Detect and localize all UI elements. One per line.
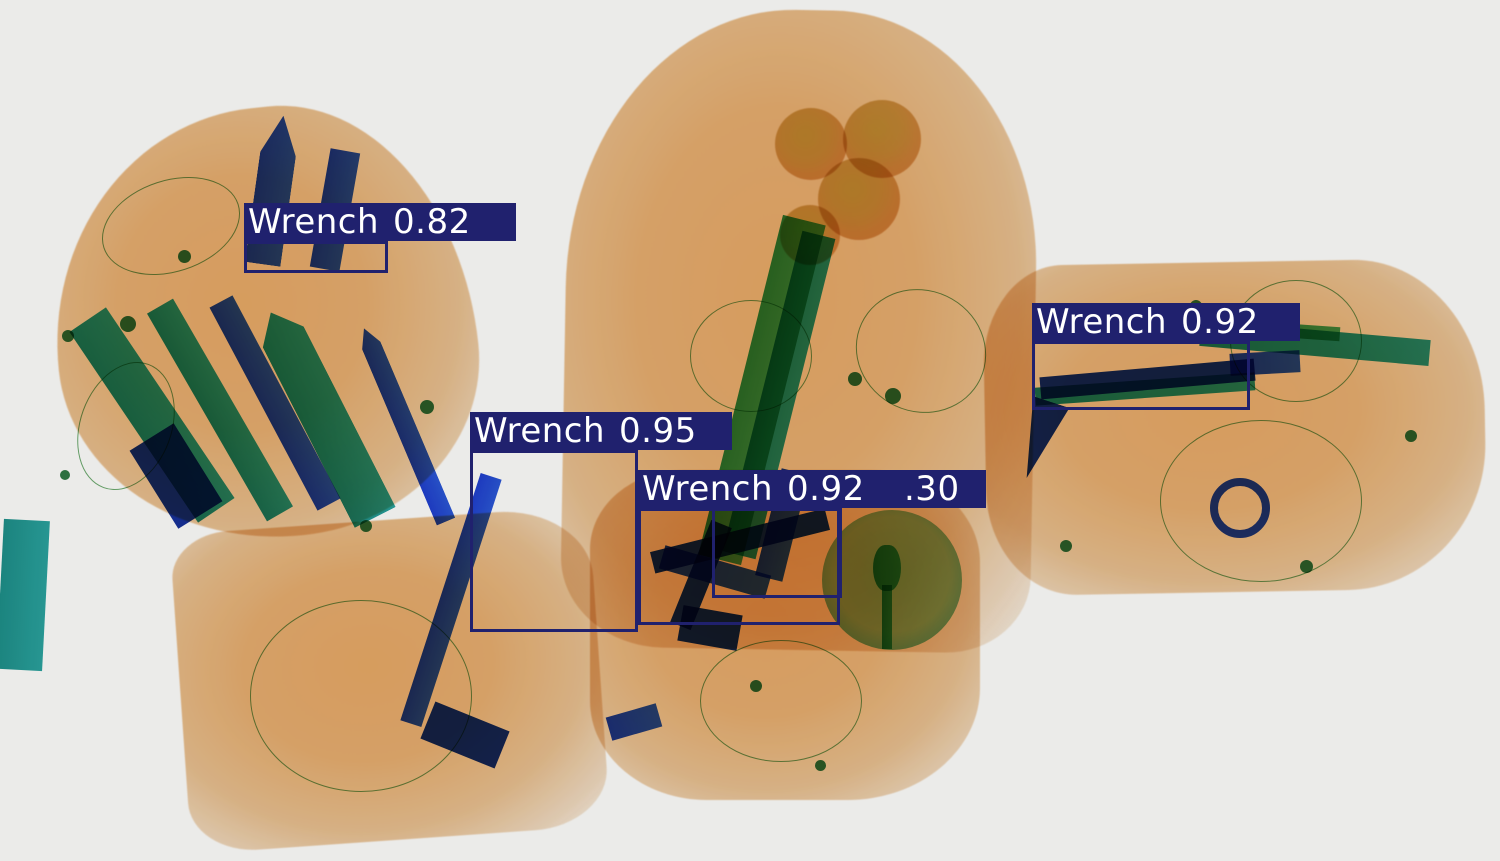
tool-blade-left-2 bbox=[309, 148, 361, 272]
bag-left-lower bbox=[169, 505, 611, 855]
detection-label-4-score: .30 bbox=[904, 469, 960, 509]
fruit-3 bbox=[818, 158, 900, 240]
speck bbox=[60, 470, 70, 480]
tool-saw-blade bbox=[698, 214, 826, 566]
speck bbox=[848, 372, 862, 386]
tool-shaft-left-1 bbox=[69, 307, 235, 523]
detection-label-1-score: 0.82 bbox=[393, 202, 471, 242]
wire-loop-right-2 bbox=[1230, 280, 1362, 402]
wire-loop-center-3 bbox=[700, 640, 862, 762]
plate-round bbox=[822, 510, 962, 650]
tool-shaft-left-3 bbox=[209, 295, 341, 511]
detection-label-5-score: 0.92 bbox=[1181, 302, 1259, 342]
tool-wrench-right-handle bbox=[1009, 396, 1070, 484]
speck bbox=[62, 330, 74, 342]
tool-wrench-right-shadow bbox=[1034, 372, 1256, 406]
speck bbox=[1190, 300, 1202, 312]
bag-left bbox=[33, 87, 497, 559]
bag-center bbox=[559, 5, 1041, 655]
speck bbox=[1060, 540, 1072, 552]
tool-saw-right bbox=[1199, 320, 1431, 366]
wire-loop-bottom-left bbox=[250, 600, 472, 792]
detection-label-3[interactable]: Wrench 0.92 bbox=[638, 470, 900, 508]
speck bbox=[120, 316, 136, 332]
speck bbox=[360, 520, 372, 532]
detection-box-2[interactable] bbox=[470, 450, 638, 632]
detection-label-5-text: Wrench bbox=[1036, 302, 1168, 342]
speck bbox=[1405, 430, 1417, 442]
detection-label-2-score: 0.95 bbox=[619, 411, 697, 451]
tool-wrench-center-2 bbox=[670, 519, 732, 631]
tool-wrench-center-1 bbox=[650, 508, 830, 574]
tool-knife-left bbox=[250, 302, 395, 528]
fruit-4 bbox=[780, 205, 840, 265]
wire-loop-right-1 bbox=[1160, 420, 1362, 582]
detection-box-4[interactable] bbox=[712, 508, 842, 598]
tool-shaft-left-2 bbox=[147, 298, 293, 522]
tool-small-left-edge bbox=[0, 518, 50, 672]
detection-label-2-text: Wrench bbox=[474, 411, 606, 451]
tool-comb-bottom-center bbox=[605, 703, 663, 741]
bag-right bbox=[982, 257, 1488, 597]
spoon-bowl bbox=[873, 545, 901, 591]
tool-blade-left-1 bbox=[245, 113, 302, 267]
bag-center-lower bbox=[590, 470, 980, 800]
detection-label-5[interactable]: Wrench 0.92 bbox=[1032, 303, 1300, 341]
speck bbox=[885, 388, 901, 404]
speck bbox=[815, 760, 826, 771]
tool-saw-tip bbox=[755, 468, 809, 582]
detection-label-1-text: Wrench bbox=[248, 202, 380, 242]
fruit-1 bbox=[775, 108, 847, 180]
detection-box-1[interactable] bbox=[244, 241, 388, 273]
detection-box-3[interactable] bbox=[638, 508, 840, 625]
speck bbox=[1300, 560, 1313, 573]
tool-wrench-right-body bbox=[1039, 358, 1256, 400]
wire-loop-center-1 bbox=[690, 300, 812, 412]
tool-wrench-right-head bbox=[1229, 350, 1301, 376]
tool-screwdriver-left bbox=[355, 324, 455, 525]
spoon-handle bbox=[882, 585, 892, 649]
tool-wrench-grip-center bbox=[677, 605, 743, 651]
tool-grip-bottom-left bbox=[420, 701, 510, 769]
wire-loop-left-2 bbox=[89, 160, 253, 292]
detection-box-5[interactable] bbox=[1032, 341, 1250, 410]
tool-handle-left bbox=[129, 423, 223, 529]
detection-label-1[interactable]: Wrench 0.82 bbox=[244, 203, 516, 241]
speck bbox=[178, 250, 191, 263]
speck bbox=[750, 680, 762, 692]
detection-label-4[interactable]: .30 bbox=[900, 470, 986, 508]
tool-saw-right-teeth bbox=[1189, 316, 1341, 342]
tool-saw-body bbox=[722, 230, 836, 560]
speck bbox=[420, 400, 434, 414]
wire-loop-center-2 bbox=[835, 267, 1007, 435]
tool-long-diagonal bbox=[400, 472, 502, 728]
ring-blue-right bbox=[1210, 478, 1270, 538]
tool-wrench-center-3 bbox=[658, 545, 772, 599]
wire-loop-left-1 bbox=[60, 348, 192, 504]
fruit-2 bbox=[843, 100, 921, 178]
detection-label-3-score: 0.92 bbox=[787, 469, 865, 509]
detection-label-2[interactable]: Wrench 0.95 bbox=[470, 412, 732, 450]
detection-label-3-text: Wrench bbox=[642, 469, 774, 509]
